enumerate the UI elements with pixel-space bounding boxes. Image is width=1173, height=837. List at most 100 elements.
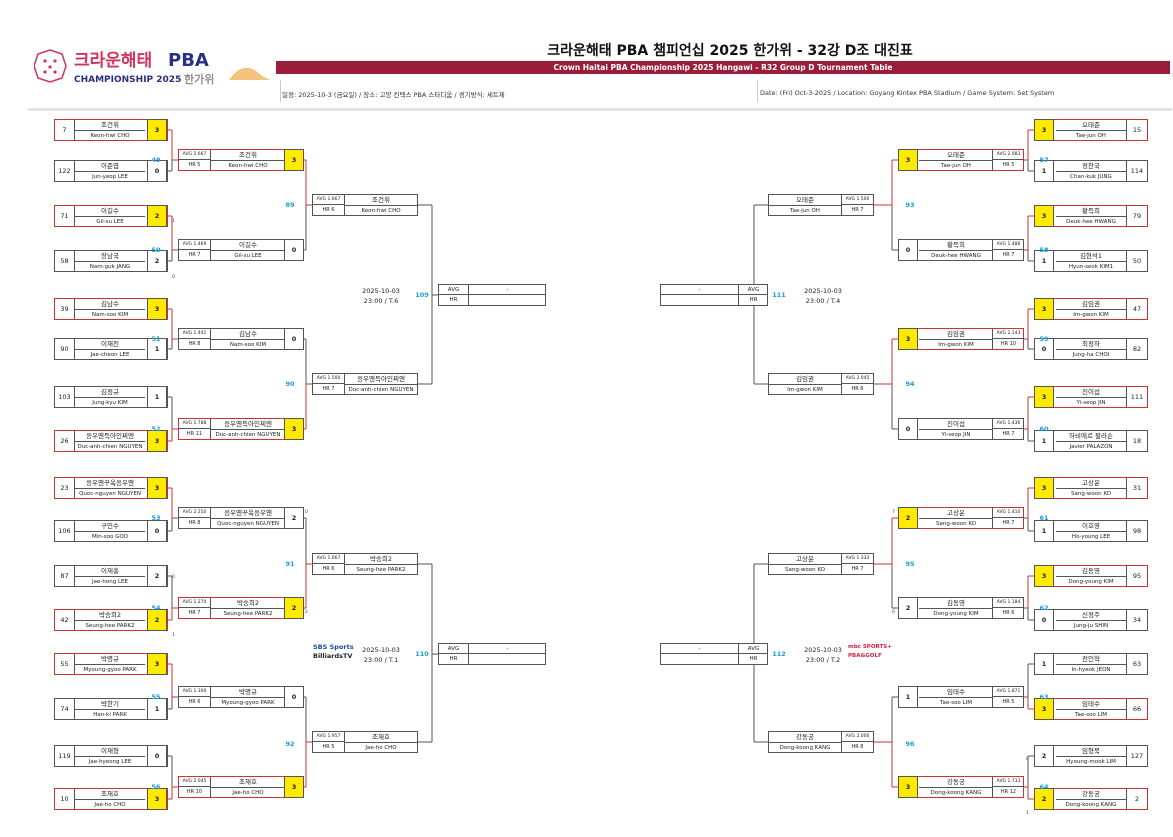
- score-cell: 0: [147, 745, 167, 767]
- player-placeholder-empty: [469, 654, 546, 664]
- shootout-note: 7: [892, 510, 895, 515]
- match-number: 109: [415, 291, 429, 299]
- player-name-ko: 오태준: [947, 151, 965, 159]
- seed-number: 119: [55, 746, 75, 766]
- match-number: 90: [285, 380, 295, 388]
- player-name-ko: 전인혁: [1082, 655, 1100, 663]
- hr-cell: HR 6: [992, 608, 1024, 618]
- score-cell: 1: [147, 338, 167, 360]
- player-name-en: Yi-seop JIN: [1056, 397, 1126, 407]
- hr-label: HR: [439, 295, 469, 305]
- seed-number: 82: [1126, 339, 1147, 359]
- match-number: 60: [1039, 425, 1049, 433]
- player-name-en: Duc-anh-chien NGUYEN: [211, 429, 285, 439]
- avg-cell: AVG 1.871: [992, 687, 1024, 697]
- avg-cell: AVG 2.083: [992, 150, 1024, 160]
- seed-number: 15: [1126, 120, 1147, 140]
- player-name-ko: 김정규: [101, 388, 119, 396]
- player-name-ko: 고상운: [796, 555, 814, 563]
- score-cell: 1: [1034, 520, 1054, 542]
- player-placeholder: -: [661, 644, 738, 654]
- shootout-note: 1: [172, 219, 175, 224]
- info-en: Date: (Fri) Oct-3-2025 / Location: Goyan…: [760, 89, 1055, 97]
- player-name-ko: 최정하: [1082, 340, 1100, 348]
- match-time-table: 23:00 / T.2: [805, 656, 841, 664]
- avg-cell: AVG 1.410: [992, 508, 1024, 518]
- player-name-en: Tae-jun OH: [1056, 130, 1126, 140]
- player-name-ko: 진이섭: [1082, 388, 1100, 396]
- match-number: 95: [905, 560, 915, 568]
- hr-cell: HR 6: [313, 564, 345, 574]
- shootout-note: 0: [1026, 757, 1029, 762]
- player-placeholder: -: [469, 644, 546, 654]
- player-name-ko: 이준엽: [101, 162, 119, 170]
